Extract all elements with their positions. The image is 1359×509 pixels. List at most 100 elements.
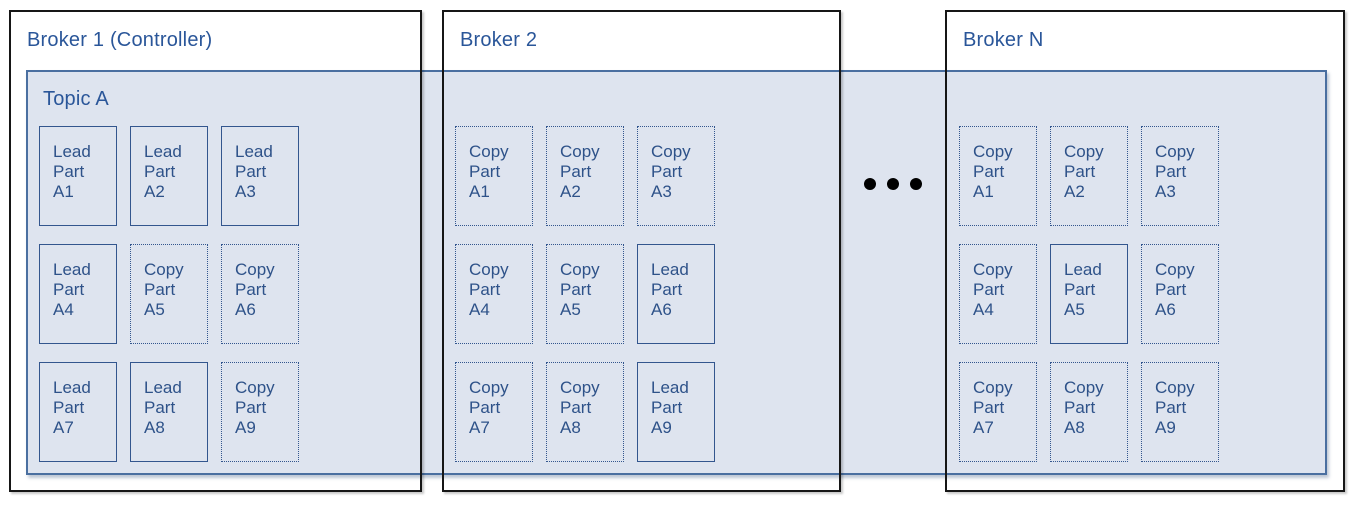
partition-part-label: Part xyxy=(144,398,176,417)
partition-role-label: Copy xyxy=(235,378,275,397)
partition-cell-b1-a7: Lead Part A7 xyxy=(39,362,117,462)
partition-id-label: A3 xyxy=(1155,182,1176,201)
partition-id-label: A5 xyxy=(144,300,165,319)
partition-part-label: Part xyxy=(1064,398,1096,417)
partition-id-label: A1 xyxy=(53,182,74,201)
partition-cell-bn-a1: Copy Part A1 xyxy=(959,126,1037,226)
ellipsis-dot-icon xyxy=(910,178,922,190)
partition-role-label: Lead xyxy=(144,378,182,397)
partition-cell-b2-a2: Copy Part A2 xyxy=(546,126,624,226)
partition-id-label: A7 xyxy=(973,418,994,437)
partition-role-label: Lead xyxy=(53,260,91,279)
partition-part-label: Part xyxy=(53,280,85,299)
partition-id-label: A7 xyxy=(53,418,74,437)
partition-role-label: Copy xyxy=(469,260,509,279)
partition-cell-b2-a3: Copy Part A3 xyxy=(637,126,715,226)
partition-part-label: Part xyxy=(651,162,683,181)
partition-role-label: Copy xyxy=(469,378,509,397)
partition-id-label: A9 xyxy=(235,418,256,437)
partition-role-label: Lead xyxy=(235,142,273,161)
partition-id-label: A6 xyxy=(235,300,256,319)
partition-role-label: Copy xyxy=(1064,378,1104,397)
partition-part-label: Part xyxy=(973,398,1005,417)
partition-cell-b2-a7: Copy Part A7 xyxy=(455,362,533,462)
partition-cell-b1-a4: Lead Part A4 xyxy=(39,244,117,344)
partition-part-label: Part xyxy=(53,162,85,181)
partition-role-label: Copy xyxy=(560,142,600,161)
partition-part-label: Part xyxy=(973,162,1005,181)
partition-part-label: Part xyxy=(560,162,592,181)
partition-id-label: A1 xyxy=(469,182,490,201)
partition-cell-b2-a6: Lead Part A6 xyxy=(637,244,715,344)
partition-cell-b1-a5: Copy Part A5 xyxy=(130,244,208,344)
partition-id-label: A4 xyxy=(53,300,74,319)
partition-part-label: Part xyxy=(1155,280,1187,299)
partition-id-label: A8 xyxy=(1064,418,1085,437)
partition-id-label: A8 xyxy=(144,418,165,437)
partition-part-label: Part xyxy=(560,280,592,299)
partition-part-label: Part xyxy=(1155,162,1187,181)
partition-part-label: Part xyxy=(235,398,267,417)
partition-id-label: A5 xyxy=(1064,300,1085,319)
broker-2-title: Broker 2 xyxy=(460,29,538,51)
ellipsis-dot-icon xyxy=(887,178,899,190)
partition-role-label: Copy xyxy=(973,142,1013,161)
partition-part-label: Part xyxy=(144,280,176,299)
partition-role-label: Copy xyxy=(469,142,509,161)
topic-label: Topic A xyxy=(43,88,109,110)
partition-role-label: Copy xyxy=(973,378,1013,397)
partition-cell-bn-a5: Lead Part A5 xyxy=(1050,244,1128,344)
partition-id-label: A9 xyxy=(651,418,672,437)
partition-part-label: Part xyxy=(560,398,592,417)
partition-role-label: Copy xyxy=(973,260,1013,279)
partition-cell-bn-a9: Copy Part A9 xyxy=(1141,362,1219,462)
partition-part-label: Part xyxy=(469,162,501,181)
partition-id-label: A9 xyxy=(1155,418,1176,437)
ellipsis-dot-icon xyxy=(864,178,876,190)
partition-part-label: Part xyxy=(651,280,683,299)
partition-role-label: Copy xyxy=(651,142,691,161)
partition-cell-bn-a7: Copy Part A7 xyxy=(959,362,1037,462)
partition-part-label: Part xyxy=(1064,162,1096,181)
partition-role-label: Lead xyxy=(1064,260,1102,279)
partition-cell-b1-a6: Copy Part A6 xyxy=(221,244,299,344)
partition-id-label: A6 xyxy=(651,300,672,319)
partition-id-label: A2 xyxy=(1064,182,1085,201)
partition-role-label: Copy xyxy=(144,260,184,279)
partition-cell-bn-a3: Copy Part A3 xyxy=(1141,126,1219,226)
partition-cell-b2-a4: Copy Part A4 xyxy=(455,244,533,344)
partition-role-label: Lead xyxy=(651,260,689,279)
partition-id-label: A4 xyxy=(469,300,490,319)
broker-n-partition-grid: Copy Part A1 Copy Part A2 Copy Part A3 C… xyxy=(959,126,1219,462)
partition-part-label: Part xyxy=(53,398,85,417)
partition-cell-bn-a2: Copy Part A2 xyxy=(1050,126,1128,226)
partition-cell-b1-a1: Lead Part A1 xyxy=(39,126,117,226)
partition-id-label: A2 xyxy=(560,182,581,201)
partition-cell-b1-a2: Lead Part A2 xyxy=(130,126,208,226)
partition-part-label: Part xyxy=(651,398,683,417)
ellipsis-dots-icon xyxy=(864,178,922,190)
broker-n-title: Broker N xyxy=(963,29,1044,51)
partition-role-label: Lead xyxy=(144,142,182,161)
partition-id-label: A4 xyxy=(973,300,994,319)
partition-cell-b2-a8: Copy Part A8 xyxy=(546,362,624,462)
partition-part-label: Part xyxy=(1155,398,1187,417)
partition-id-label: A7 xyxy=(469,418,490,437)
partition-part-label: Part xyxy=(1064,280,1096,299)
partition-id-label: A8 xyxy=(560,418,581,437)
partition-id-label: A3 xyxy=(235,182,256,201)
partition-role-label: Lead xyxy=(651,378,689,397)
partition-role-label: Copy xyxy=(235,260,275,279)
partition-id-label: A3 xyxy=(651,182,672,201)
partition-cell-b1-a8: Lead Part A8 xyxy=(130,362,208,462)
partition-part-label: Part xyxy=(144,162,176,181)
broker-1-title: Broker 1 (Controller) xyxy=(27,29,213,51)
partition-id-label: A2 xyxy=(144,182,165,201)
topic-a-band: Topic A Lead Part A1 Lead Part A2 Lead P… xyxy=(26,70,1327,475)
partition-part-label: Part xyxy=(235,280,267,299)
partition-role-label: Lead xyxy=(53,142,91,161)
partition-id-label: A6 xyxy=(1155,300,1176,319)
partition-role-label: Copy xyxy=(1064,142,1104,161)
partition-cell-bn-a8: Copy Part A8 xyxy=(1050,362,1128,462)
